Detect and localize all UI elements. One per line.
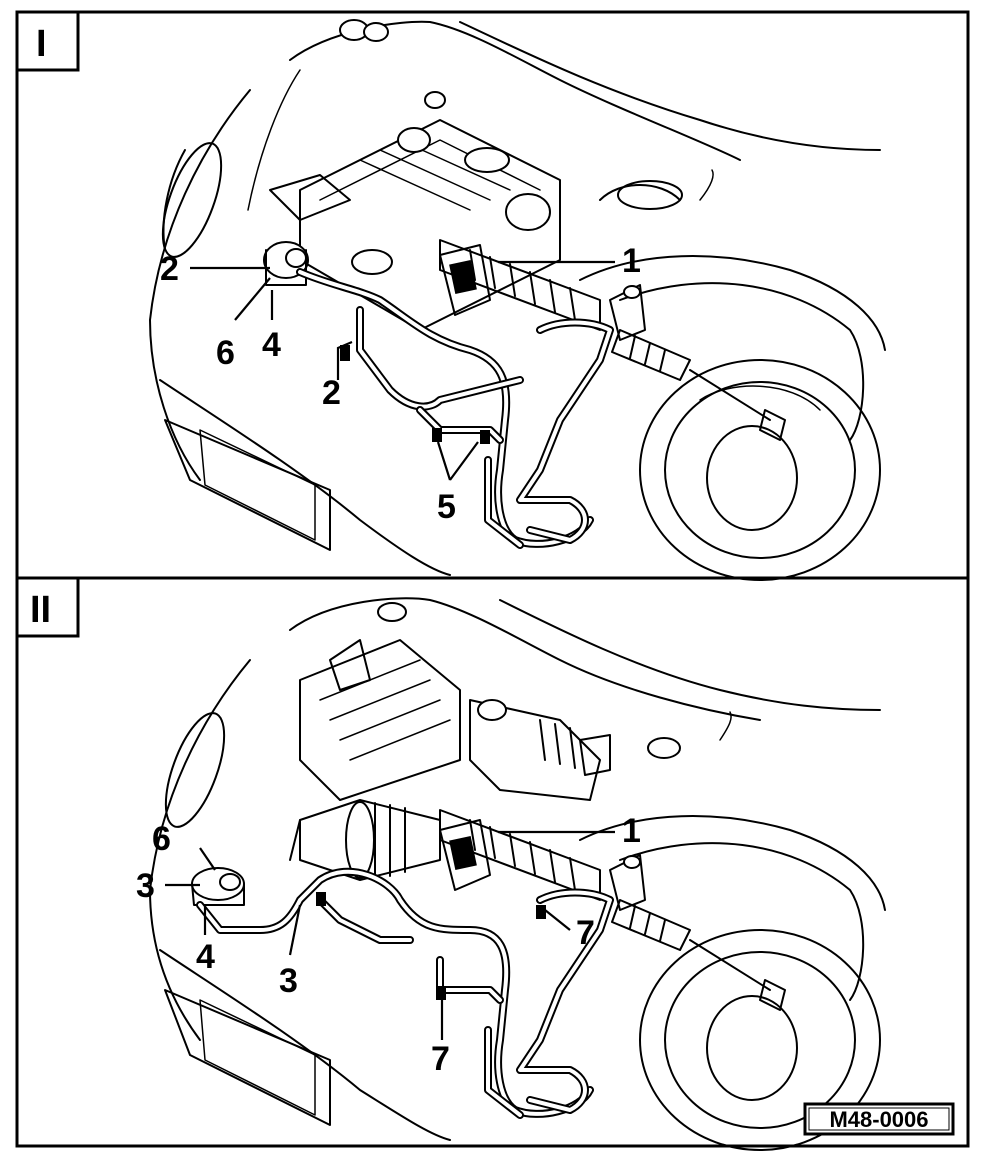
panel-II-air-duct — [289, 799, 441, 881]
panel-I-steering-rack — [439, 239, 786, 441]
panel-I-clamp — [340, 345, 350, 361]
panel-I-callout-1: 1 — [622, 242, 641, 280]
panel-I: I — [17, 12, 886, 581]
panel-II-tab-label: II — [30, 589, 51, 631]
panel-I-hoses — [296, 268, 614, 549]
panel-II-tab: II — [17, 578, 80, 638]
panel-II-clamp — [316, 892, 326, 906]
panel-II-clamp — [536, 905, 546, 919]
panel-I-leaders — [190, 260, 615, 481]
panel-II-clamp — [436, 986, 446, 1000]
panel-II-hoses — [196, 867, 614, 1119]
panel-II-callout-3b: 3 — [279, 962, 298, 1000]
panel-II-callout-3a: 3 — [136, 867, 155, 905]
panel-I-callout-2b: 2 — [322, 374, 341, 412]
panel-I-callout-6: 6 — [216, 334, 235, 372]
panel-I-illustration — [149, 19, 886, 581]
panel-I-callout-4: 4 — [262, 326, 281, 364]
panel-II-steering-rack — [439, 809, 786, 1011]
panel-II-callout-7a: 7 — [576, 914, 595, 952]
panel-I-callout-2a: 2 — [160, 250, 179, 288]
panel-II-callout-6: 6 — [152, 820, 171, 858]
panel-II-illustration — [149, 597, 886, 1151]
panel-I-callout-5: 5 — [437, 488, 456, 526]
panel-II: II — [17, 578, 886, 1151]
figure-code-box: M48-0006 — [803, 1102, 955, 1136]
panel-II-callout-7b: 7 — [431, 1040, 450, 1078]
panel-I-clamp — [432, 428, 442, 442]
figure-code: M48-0006 — [829, 1107, 928, 1132]
panel-I-tab: I — [17, 12, 80, 72]
panel-II-leaders — [165, 830, 615, 1040]
panel-I-clamp — [480, 430, 490, 444]
panel-II-callout-1: 1 — [622, 812, 641, 850]
panel-I-tab-label: I — [36, 23, 47, 65]
panel-II-callout-4: 4 — [196, 938, 215, 976]
